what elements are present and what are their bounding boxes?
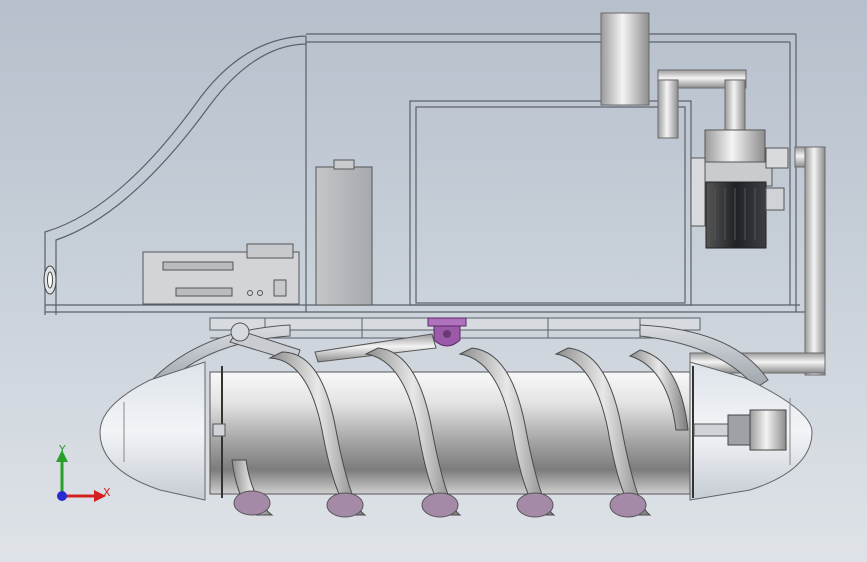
screw-flights[interactable]: [231, 347, 689, 518]
coordinate-triad: Y X: [40, 438, 120, 510]
end-drive-shaft[interactable]: [212, 409, 787, 451]
headlight[interactable]: [43, 265, 57, 295]
x-axis-label: X: [103, 486, 111, 499]
x-axis-head: [94, 490, 106, 502]
triad-axes: [56, 450, 106, 502]
y-axis-head: [56, 450, 68, 462]
control-unit[interactable]: [142, 243, 300, 305]
fender-right[interactable]: [639, 324, 769, 389]
air-duct[interactable]: [657, 69, 826, 376]
mount-bracket[interactable]: [427, 317, 467, 347]
fuel-tank[interactable]: [315, 159, 373, 306]
cabin-body[interactable]: [44, 33, 806, 315]
drive-motor[interactable]: [690, 129, 789, 249]
y-axis-label: Y: [59, 443, 66, 456]
exhaust-stack[interactable]: [600, 12, 650, 106]
z-axis-dot: [57, 491, 67, 501]
